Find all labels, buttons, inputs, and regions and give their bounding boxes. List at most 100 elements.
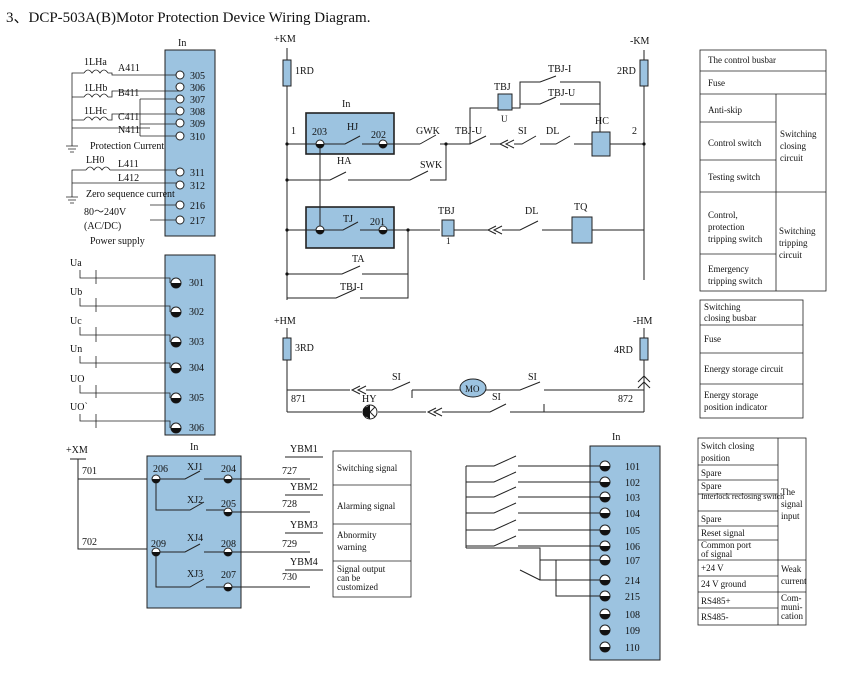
fuse-3rd xyxy=(282,337,292,361)
legend-communication: Com-muni-cation xyxy=(781,593,803,621)
fuse-1rd xyxy=(282,59,292,87)
hc-coil xyxy=(591,131,611,157)
mo-label: MO xyxy=(465,384,480,394)
relay-xj2: XJ2 xyxy=(187,495,203,506)
terminal-217: 217 xyxy=(175,215,205,227)
in-label: In xyxy=(342,99,350,110)
acdc-label: (AC/DC) xyxy=(84,221,121,232)
in-terminal-214: 214 xyxy=(599,574,640,587)
tbj-1-label: 1 xyxy=(446,236,451,246)
zero-seq-label: Zero sequence current xyxy=(86,189,175,200)
svg-text:309: 309 xyxy=(190,119,205,130)
ct-label-a: 1LHa xyxy=(84,57,107,68)
legend-spare-2: Spare xyxy=(701,481,722,491)
node-701-label: 701 xyxy=(82,466,97,477)
ybm3-label: YBM3 xyxy=(290,520,318,531)
terminal-310: 310 xyxy=(175,131,205,143)
voltage-phase-labels: Ua Ub Uc Un UO UO` xyxy=(70,258,88,413)
legend-testing-switch: Testing switch xyxy=(708,172,761,182)
svg-text:215: 215 xyxy=(625,592,640,603)
legend-plus-24v: +24 V xyxy=(701,563,724,573)
svg-text:109: 109 xyxy=(625,626,640,637)
svg-text:305: 305 xyxy=(189,393,204,404)
plus-km-label: +KM xyxy=(274,34,296,45)
in-terminal-104: 104 xyxy=(599,507,640,520)
terminal-311: 311 xyxy=(175,167,205,179)
relay-xj1: XJ1 xyxy=(187,462,203,473)
phase-ub: Ub xyxy=(70,287,82,298)
hc-label: HC xyxy=(595,116,609,127)
terminal-308: 308 xyxy=(175,106,205,118)
ha-label: HA xyxy=(337,156,352,167)
svg-text:102: 102 xyxy=(625,478,640,489)
in-label: In xyxy=(190,442,198,453)
legend-anti-skip: Anti-skip xyxy=(708,105,743,115)
input-switches xyxy=(466,455,601,597)
in-terminal-105: 105 xyxy=(599,524,640,537)
fuse-4rd xyxy=(639,337,649,361)
terminal-304: 304 xyxy=(170,362,204,374)
legend-control-busbar: The control busbar xyxy=(708,55,776,65)
svg-text:303: 303 xyxy=(189,337,204,348)
ybm2-label: YBM2 xyxy=(290,482,318,493)
terminal-208: 208 xyxy=(221,539,236,550)
node-872-label: 872 xyxy=(618,394,633,405)
tbj-i-bot-label: TBJ-I xyxy=(340,282,363,293)
dl-label: DL xyxy=(546,126,559,137)
tbj-u-top-label: TBJ-U xyxy=(548,88,576,99)
terminal-201: 201 xyxy=(370,217,385,228)
phase-uo-prime: UO` xyxy=(70,402,88,413)
relay-hj-label: HJ xyxy=(347,122,358,133)
terminal-301: 301 xyxy=(170,277,204,289)
legend-fuse-mid: Fuse xyxy=(704,334,721,344)
terminal-309: 309 xyxy=(175,118,205,130)
power-supply-label: Power supply xyxy=(90,236,145,247)
legend-rs485-plus: RS485+ xyxy=(701,596,731,606)
svg-text:105: 105 xyxy=(625,526,640,537)
svg-text:106: 106 xyxy=(625,542,640,553)
svg-text:310: 310 xyxy=(190,132,205,143)
terminal-302: 302 xyxy=(170,306,204,318)
node-728: 728 xyxy=(282,499,297,510)
gwk-label: GWK xyxy=(416,126,441,137)
phase-ua: Ua xyxy=(70,258,82,269)
terminal-306: 306 xyxy=(175,82,205,94)
fuse-1rd-label: 1RD xyxy=(295,66,314,77)
phase-label-l412: L412 xyxy=(118,173,139,184)
ybm1-label: YBM1 xyxy=(290,444,318,455)
signal-alarming: Alarming signal xyxy=(337,501,396,511)
svg-text:104: 104 xyxy=(625,509,640,520)
terminal-205: 205 xyxy=(221,499,236,510)
terminal-207: 207 xyxy=(221,570,236,581)
legend-rs485-minus: RS485- xyxy=(701,612,729,622)
legend-control-switch: Control switch xyxy=(708,138,762,148)
tbj-u-label: U xyxy=(501,114,508,124)
terminal-307: 307 xyxy=(175,94,205,106)
tq-coil xyxy=(571,216,593,244)
terminal-305: 305 xyxy=(175,70,205,82)
ct-label-b: 1LHb xyxy=(84,83,107,94)
si3-label: SI xyxy=(492,392,501,403)
legend-control: The control busbar Fuse Anti-skip Contro… xyxy=(699,49,827,292)
in-terminal-110: 110 xyxy=(599,641,640,654)
svg-text:304: 304 xyxy=(189,363,204,374)
si1-label: SI xyxy=(392,372,401,383)
relay-tj-label: TJ xyxy=(343,214,353,225)
plus-hm-label: +HM xyxy=(274,316,296,327)
node-730: 730 xyxy=(282,572,297,583)
in-terminal-103: 103 xyxy=(599,491,640,504)
svg-text:305: 305 xyxy=(190,71,205,82)
svg-text:307: 307 xyxy=(190,95,205,106)
storage-circuit: +HM -HM 3RD 4RD SI SI MO 871 872 HY SI xyxy=(274,316,653,420)
svg-text:311: 311 xyxy=(190,168,205,179)
tbj-bot-label: TBJ xyxy=(438,206,455,217)
